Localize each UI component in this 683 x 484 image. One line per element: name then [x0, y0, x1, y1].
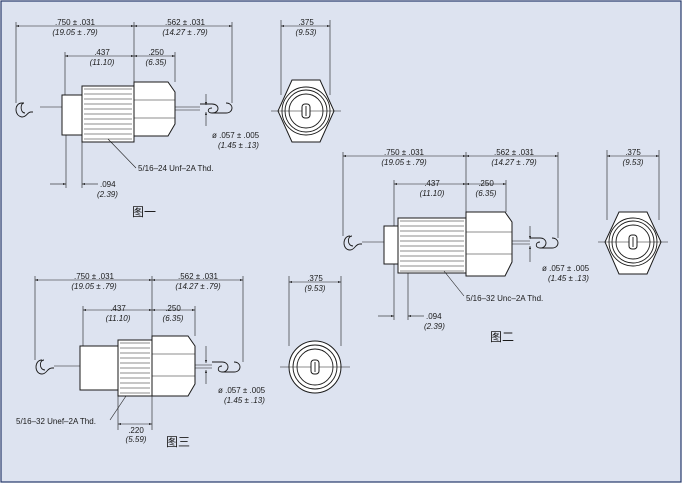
figure-2: .750 ± .031 (19.05 ± .79) .562 ± .031 (1…: [342, 148, 668, 344]
fig3-hex-length-mm: (6.35): [163, 314, 184, 323]
fig1-end-view: .375 (9.53): [271, 18, 341, 143]
fig1-base-length-inch: .094: [100, 180, 116, 189]
fig3-stem-length-inch: .562 ± .031: [178, 272, 219, 281]
fig2-base-length-mm: (2.39): [424, 322, 445, 331]
fig1-thread-length-mm: (11.10): [90, 58, 115, 67]
fig3-base-length-inch: .220: [128, 426, 144, 435]
fig3-wire-diameter-inch: ø .057 ± .005: [218, 386, 266, 395]
fig1-hex-length-inch: .250: [148, 48, 164, 57]
fig1-hex-length-mm: (6.35): [146, 58, 167, 67]
fig1-wire-diameter-inch: ø .057 ± .005: [212, 131, 260, 140]
fig2-caption: 图二: [490, 330, 514, 344]
figure-3: .750 ± .031 (19.05 ± .79) .562 ± .031 (1…: [16, 272, 350, 449]
fig1-overall-length-inch: .750 ± .031: [55, 18, 96, 27]
fig3-hex-length-inch: .250: [165, 304, 181, 313]
fig2-stem-length-inch: .562 ± .031: [494, 148, 535, 157]
fig1-thread-spec: 5/16–24 Unf–2A Thd.: [138, 164, 213, 173]
fig1-hex-width-inch: .375: [298, 18, 314, 27]
fig1-wire-diameter-mm: (1.45 ± .13): [218, 141, 259, 150]
fig2-hex-length-mm: (6.35): [476, 189, 497, 198]
fig2-base-length-inch: .094: [426, 312, 442, 321]
fig3-hex-width-inch: .375: [307, 274, 323, 283]
fig1-thread-length-inch: .437: [94, 48, 110, 57]
fig2-switch-side-view: [343, 211, 559, 277]
fig3-wire-diameter-mm: (1.45 ± .13): [224, 396, 265, 405]
fig2-thread-length-mm: (11.10): [420, 189, 445, 198]
fig3-overall-length-mm: (19.05 ± .79): [71, 282, 117, 291]
fig1-caption: 图一: [132, 205, 156, 219]
fig2-wire-diameter-mm: (1.45 ± .13): [548, 274, 589, 283]
fig3-thread-length-inch: .437: [110, 304, 126, 313]
fig1-switch-side-view: [15, 81, 233, 143]
fig3-caption: 图三: [166, 435, 190, 449]
fig2-hex-width-mm: (9.53): [623, 158, 644, 167]
fig3-base-length-mm: (5.59): [126, 435, 147, 444]
fig1-hex-width-mm: (9.53): [296, 28, 317, 37]
figure-1: .750 ± .031 (19.05 ± .79) .562 ± .031 (1…: [15, 18, 341, 219]
fig2-wire-diameter-inch: ø .057 ± .005: [542, 264, 590, 273]
fig1-stem-length-mm: (14.27 ± .79): [162, 28, 208, 37]
fig2-overall-length-inch: .750 ± .031: [384, 148, 425, 157]
fig1-overall-length-mm: (19.05 ± .79): [52, 28, 98, 37]
fig2-thread-length-inch: .437: [424, 179, 440, 188]
fig3-switch-side-view: [35, 335, 241, 397]
fig2-thread-spec: 5/16–32 Unc–2A Thd.: [466, 294, 543, 303]
fig3-end-view: .375 (9.53): [280, 274, 350, 394]
fig1-stem-length-inch: .562 ± .031: [165, 18, 206, 27]
fig2-stem-length-mm: (14.27 ± .79): [491, 158, 537, 167]
fig3-thread-length-mm: (11.10): [106, 314, 131, 323]
fig2-hex-width-inch: .375: [625, 148, 641, 157]
fig2-end-view: .375 (9.53): [598, 148, 668, 275]
fig2-overall-length-mm: (19.05 ± .79): [381, 158, 427, 167]
fig2-hex-length-inch: .250: [478, 179, 494, 188]
fig3-overall-length-inch: .750 ± .031: [74, 272, 115, 281]
fig3-stem-length-mm: (14.27 ± .79): [175, 282, 221, 291]
fig1-base-length-mm: (2.39): [97, 190, 118, 199]
fig3-hex-width-mm: (9.53): [305, 284, 326, 293]
fig3-thread-spec: 5/16–32 Unef–2A Thd.: [16, 417, 96, 426]
